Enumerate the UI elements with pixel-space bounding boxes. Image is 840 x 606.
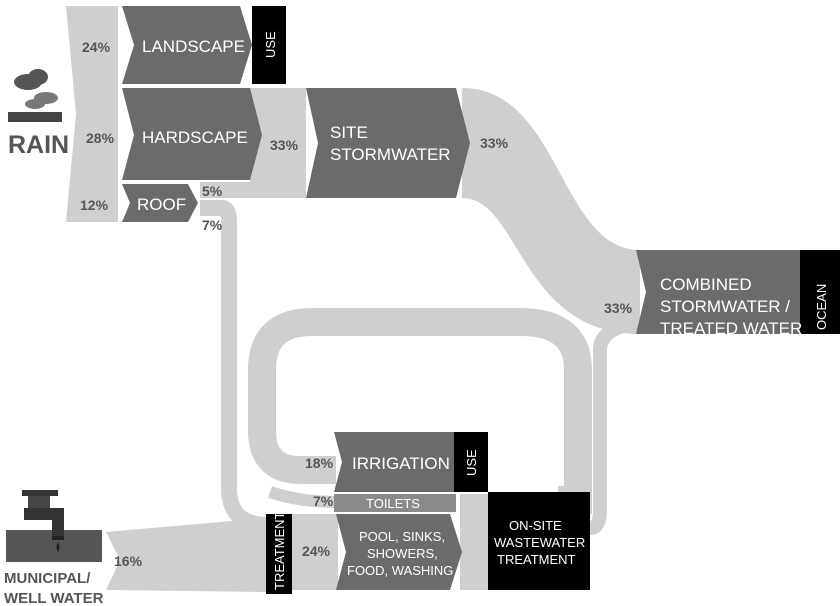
site-stormwater-label-line1: SITE xyxy=(330,123,368,142)
rain-label: RAIN xyxy=(8,131,69,159)
combined-label-line3: TREATED WATER xyxy=(660,319,802,338)
landscape-label: LANDSCAPE xyxy=(142,37,245,56)
into-site-stormwater-percent: 33% xyxy=(270,137,299,153)
site-stormwater-node xyxy=(306,88,470,198)
landscape-percent: 24% xyxy=(82,39,111,55)
uses-to-onsite-flow xyxy=(460,494,490,590)
rain-source-flow xyxy=(66,6,118,222)
roof-label: ROOF xyxy=(137,195,186,214)
roof-down-percent: 7% xyxy=(202,217,223,233)
municipal-percent: 16% xyxy=(114,553,143,569)
toilets-node xyxy=(334,494,456,512)
ocean-node xyxy=(800,250,840,334)
municipal-label-line2: WELL WATER xyxy=(4,590,104,606)
irrigation-use-node xyxy=(454,432,488,492)
into-combined-percent: 33% xyxy=(604,300,633,316)
combined-node xyxy=(636,250,816,334)
treatment-node xyxy=(266,514,292,594)
treated-to-combined-flow xyxy=(589,315,642,535)
irrigation-label: IRRIGATION xyxy=(352,454,450,473)
combined-label-line1: COMBINED xyxy=(660,275,752,294)
pool-label-line1: POOL, SINKS, xyxy=(359,529,445,544)
pool-node xyxy=(336,514,462,590)
cloud-icon xyxy=(8,69,62,122)
municipal-label-line1: MUNICIPAL/ xyxy=(4,570,91,587)
landscape-node xyxy=(122,6,252,84)
toilets-label: TOILETS xyxy=(366,496,420,511)
irrigation-use-label: USE xyxy=(464,449,479,476)
ocean-label: OCEAN xyxy=(814,284,829,330)
combined-label-line2: STORMWATER / xyxy=(660,297,790,316)
roof-node xyxy=(122,184,198,222)
toilets-percent: 7% xyxy=(313,493,334,509)
site-stormwater-label-line2: STORMWATER xyxy=(330,145,451,164)
irrigation-node xyxy=(334,432,466,492)
treatment-label: TREATMENT xyxy=(272,511,287,590)
landscape-use-node xyxy=(252,6,286,84)
hardscape-percent: 28% xyxy=(86,130,115,146)
municipal-inflow-flow xyxy=(106,518,266,592)
onsite-treatment-node xyxy=(488,492,590,590)
irrigation-return-loop-flow xyxy=(248,308,592,514)
faucet-icon xyxy=(6,490,102,562)
out-of-site-stormwater-percent: 33% xyxy=(480,135,509,151)
treatment-to-pool-flow xyxy=(292,514,338,590)
hardscape-node xyxy=(122,88,262,180)
onsite-label-line1: ON-SITE xyxy=(509,518,562,533)
irrigation-percent: 18% xyxy=(305,455,334,471)
onsite-label-line2: WASTEWATER xyxy=(494,535,585,550)
pool-label-line3: FOOD, WASHING xyxy=(347,563,453,578)
toilets-link-flow xyxy=(268,486,337,508)
pool-percent: 24% xyxy=(302,543,331,559)
stormwater-to-combined-flow xyxy=(462,88,640,334)
roof-percent: 12% xyxy=(80,197,109,213)
landscape-use-label: USE xyxy=(263,31,278,58)
hardscape-label: HARDSCAPE xyxy=(142,128,248,147)
roof-to-stormwater-percent: 5% xyxy=(202,183,223,199)
onsite-label-line3: TREATMENT xyxy=(497,552,576,567)
pool-label-line2: SHOWERS, xyxy=(367,546,438,561)
